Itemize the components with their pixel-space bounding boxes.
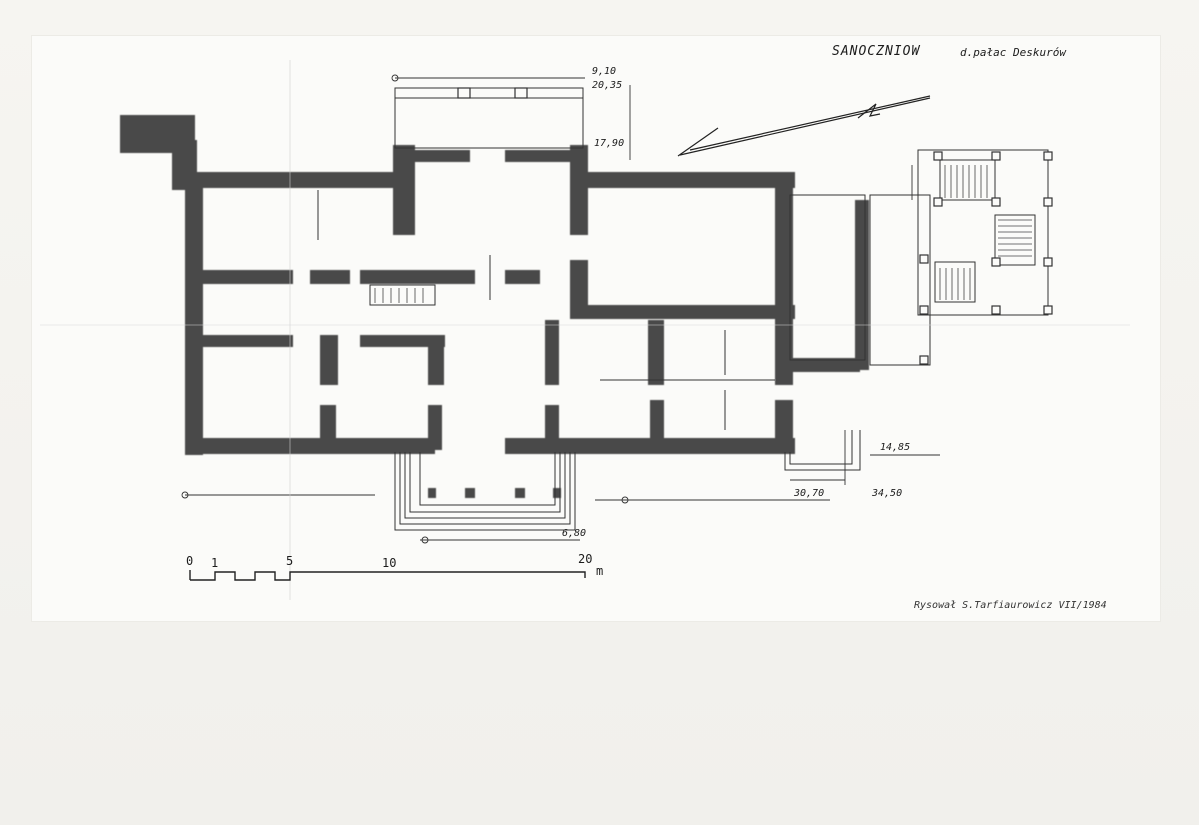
drawing-subtitle: d.pałac Deskurów bbox=[960, 46, 1066, 59]
scale-tick-5: 5 bbox=[286, 554, 294, 568]
dimension-lines bbox=[40, 60, 1130, 600]
dimension-label-2: 20,35 bbox=[592, 80, 623, 91]
scale-tick-1: 1 bbox=[211, 556, 219, 570]
dimension-label-6: 34,50 bbox=[872, 488, 903, 499]
dimension-label-5: 30,70 bbox=[794, 488, 825, 499]
scale-tick-20: 20 bbox=[578, 552, 593, 566]
north-arrow-icon bbox=[677, 95, 931, 157]
signature: Rysował S.Tarfiaurowicz VII/1984 bbox=[914, 600, 1107, 611]
dimension-label-7: 6,80 bbox=[562, 528, 587, 539]
scale-unit: m bbox=[596, 564, 604, 578]
dimension-label-3: 17,90 bbox=[594, 138, 625, 149]
drawing-title: SANOCZNIOW bbox=[832, 44, 921, 59]
paper bbox=[32, 36, 1160, 621]
scale-bar bbox=[189, 570, 586, 581]
dimension-label-4: 14,85 bbox=[880, 442, 911, 453]
plan-walls bbox=[120, 115, 869, 498]
plan-lines bbox=[317, 87, 1049, 531]
tower-columns bbox=[457, 87, 1053, 365]
dimension-label-1: 9,10 bbox=[592, 66, 617, 77]
scale-tick-0: 0 bbox=[186, 554, 194, 568]
stair-hatch bbox=[374, 165, 1032, 303]
scale-tick-10: 10 bbox=[382, 556, 397, 570]
